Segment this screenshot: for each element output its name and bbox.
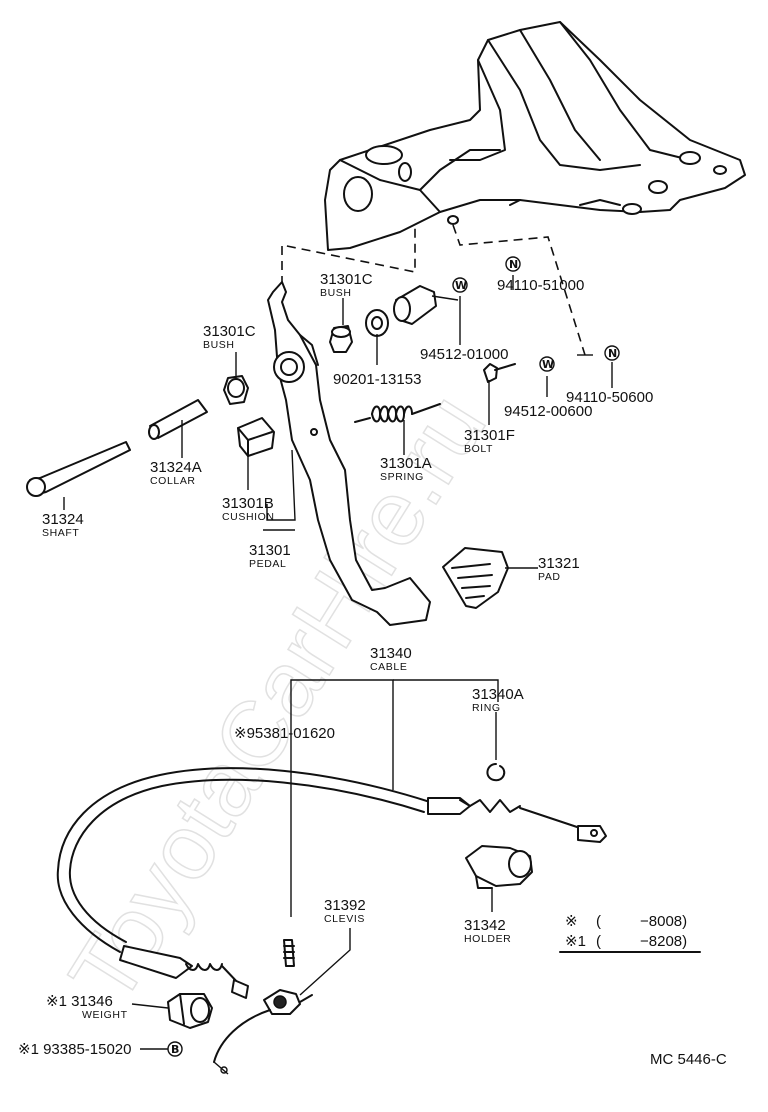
svg-text:BOLT: BOLT	[464, 443, 493, 455]
svg-text:W: W	[455, 279, 467, 292]
svg-text:B: B	[171, 1043, 179, 1056]
svg-text:94110-51000: 94110-51000	[497, 277, 584, 294]
label-31301b: 31301B CUSHION	[222, 495, 275, 523]
svg-text:31301F: 31301F	[464, 427, 515, 444]
cable-drawing	[56, 767, 607, 999]
svg-text:N: N	[509, 258, 518, 271]
svg-text:BUSH: BUSH	[320, 287, 352, 299]
label-90201-13153: 90201-13153	[333, 371, 421, 388]
svg-text:94512-01000: 94512-01000	[420, 346, 508, 363]
legend-mark-1: ※	[565, 913, 578, 930]
label-94110-51000: N 94110-51000	[497, 256, 584, 294]
collar-drawing	[148, 399, 208, 440]
svg-text:BUSH: BUSH	[203, 339, 235, 351]
bush-left-drawing	[223, 375, 249, 405]
svg-text:31301C: 31301C	[320, 271, 373, 288]
legend: ※ ( −8008) ※1 ( −8208)	[559, 913, 701, 953]
pedal-pad-drawing	[442, 547, 509, 609]
svg-text:31324: 31324	[42, 511, 84, 528]
svg-text:90201-13153: 90201-13153	[333, 371, 421, 388]
pin-end-mark	[220, 1066, 228, 1074]
svg-text:31301C: 31301C	[203, 323, 256, 340]
svg-text:31301A: 31301A	[380, 455, 432, 472]
legend-range-1: −8008)	[640, 913, 687, 930]
label-31301f: 31301F BOLT	[464, 427, 515, 455]
label-31324a: 31324A COLLAR	[150, 459, 202, 487]
svg-text:SHAFT: SHAFT	[42, 527, 79, 539]
ring-drawing	[486, 763, 506, 782]
label-31301a: 31301A SPRING	[380, 455, 432, 483]
legend-open-2: (	[596, 933, 601, 950]
leader-bracket-bolt	[452, 224, 586, 356]
pedal-arm-drawing	[267, 281, 431, 626]
washer-drawing	[365, 309, 389, 337]
label-95381-01620: ※95381-01620	[234, 725, 335, 742]
svg-text:COLLAR: COLLAR	[150, 475, 196, 487]
leader-bracket-pedal	[281, 225, 416, 285]
label-94512-00600: W 94512-00600	[504, 356, 592, 420]
svg-text:W: W	[542, 358, 554, 371]
svg-text:31342: 31342	[464, 917, 506, 934]
holder-drawing	[465, 845, 533, 889]
watermark: ToyotaCarHire.ru	[50, 377, 505, 1021]
svg-text:RING: RING	[472, 702, 501, 714]
svg-text:31321: 31321	[538, 555, 580, 572]
legend-open-1: (	[596, 913, 601, 930]
label-31301: 31301 PEDAL	[249, 542, 291, 570]
label-31340: 31340 CABLE	[370, 645, 412, 673]
svg-text:31340: 31340	[370, 645, 412, 662]
clevis-drawing	[263, 939, 313, 1015]
sleeve-drawing	[393, 285, 437, 325]
pedal-bracket-drawing	[324, 21, 746, 251]
label-31346: ※1 31346 WEIGHT	[46, 993, 128, 1021]
label-94110-50600: N 94110-50600	[566, 345, 653, 406]
svg-text:CABLE: CABLE	[370, 661, 407, 673]
label-94512-01000: W 94512-01000	[420, 277, 508, 363]
label-31324: 31324 SHAFT	[42, 511, 84, 539]
spring-drawing	[354, 403, 441, 423]
label-31342: 31342 HOLDER	[464, 917, 511, 945]
bolt-drawing	[483, 363, 516, 383]
label-93385-15020: ※1 93385-15020 B	[18, 1041, 183, 1058]
svg-text:※1 31346: ※1 31346	[46, 993, 113, 1010]
leader-pin-curve	[213, 1009, 271, 1063]
svg-text:31324A: 31324A	[150, 459, 202, 476]
weight-drawing	[167, 993, 213, 1029]
leader-lines	[63, 275, 613, 1050]
svg-text:31392: 31392	[324, 897, 366, 914]
label-31392: 31392 CLEVIS	[324, 897, 366, 925]
shaft-drawing	[26, 441, 131, 497]
svg-text:94110-50600: 94110-50600	[566, 389, 653, 406]
label-31340a: 31340A RING	[472, 686, 524, 714]
figure-code: MC 5446-C	[650, 1051, 727, 1068]
svg-text:CUSHION: CUSHION	[222, 511, 275, 523]
svg-text:PEDAL: PEDAL	[249, 558, 286, 570]
label-31301c-left: 31301C BUSH	[203, 323, 256, 351]
svg-text:WEIGHT: WEIGHT	[82, 1009, 128, 1021]
svg-text:※95381-01620: ※95381-01620	[234, 725, 335, 742]
label-31321: 31321 PAD	[538, 555, 580, 583]
svg-text:31340A: 31340A	[472, 686, 524, 703]
svg-text:94512-00600: 94512-00600	[504, 403, 592, 420]
legend-range-2: −8208)	[640, 933, 687, 950]
bush-upper-drawing	[329, 325, 353, 353]
svg-text:31301B: 31301B	[222, 495, 274, 512]
cushion-drawing	[237, 417, 275, 457]
svg-text:N: N	[608, 347, 617, 360]
svg-text:SPRING: SPRING	[380, 471, 424, 483]
svg-text:31301: 31301	[249, 542, 291, 559]
svg-text:PAD: PAD	[538, 571, 561, 583]
svg-text:HOLDER: HOLDER	[464, 933, 511, 945]
svg-text:※1 93385-15020: ※1 93385-15020	[18, 1041, 132, 1058]
svg-text:CLEVIS: CLEVIS	[324, 913, 365, 925]
label-31301c-top: 31301C BUSH	[320, 271, 373, 299]
legend-mark-2: ※1	[565, 933, 586, 950]
